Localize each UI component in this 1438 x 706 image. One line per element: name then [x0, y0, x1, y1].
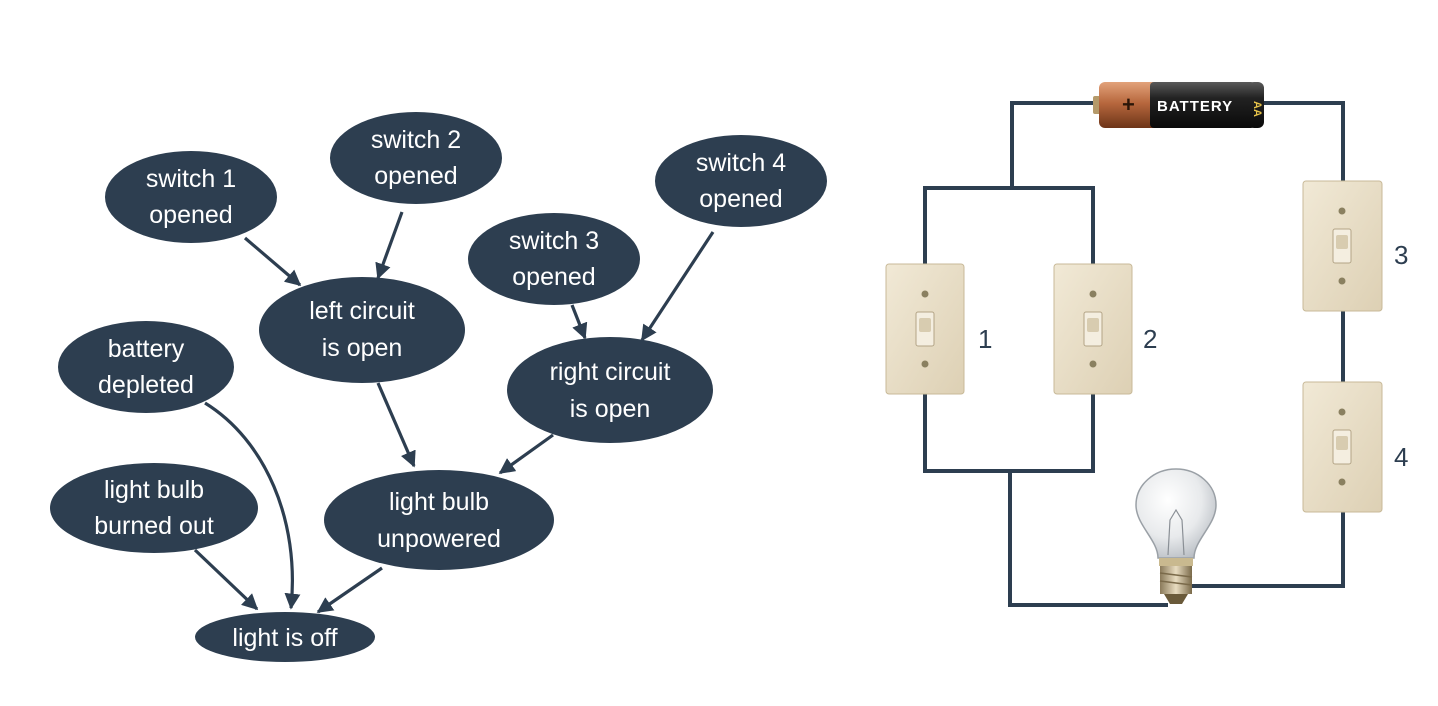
switch-1-label: 1 [978, 324, 992, 354]
edge-switch4-to-right [640, 231, 715, 342]
node-bulb-unpowered-line2: unpowered [377, 525, 501, 553]
node-bulb-burned-out: light bulb burned out [50, 463, 258, 553]
node-battery-depleted: battery depleted [58, 321, 234, 413]
edge-battery-to-off [204, 401, 301, 610]
switch-4-label: 4 [1394, 442, 1408, 472]
edge-left-to-unpowered [376, 382, 416, 468]
node-switch1: switch 1 opened [105, 151, 277, 243]
node-switch4-line2: opened [699, 185, 782, 213]
node-left-circuit-line1: left circuit [309, 297, 415, 325]
node-bulb-burned-line1: light bulb [104, 476, 204, 504]
edge-switch2-to-left [375, 211, 404, 280]
node-switch3-line1: switch 3 [509, 227, 599, 255]
switch-1-icon: 1 [885, 263, 992, 395]
node-left-circuit: left circuit is open [259, 277, 465, 383]
node-switch4-line1: switch 4 [696, 149, 786, 177]
switch-2-icon: 2 [1053, 263, 1157, 395]
battery-plus: + [1122, 92, 1136, 117]
node-switch2-line2: opened [374, 162, 457, 190]
switch-2-label: 2 [1143, 324, 1157, 354]
node-switch3-line2: opened [512, 263, 595, 291]
node-battery-line2: depleted [98, 371, 194, 399]
node-battery-line1: battery [108, 335, 185, 363]
node-right-circuit-line2: is open [570, 395, 651, 423]
wire-top-right [1258, 101, 1345, 182]
edge-burned-to-off [193, 548, 259, 611]
battery-size: AA [1251, 101, 1263, 117]
edge-switch3-to-right [570, 304, 588, 340]
node-left-circuit-line2: is open [322, 334, 403, 362]
wire-to-bulb-left [1008, 471, 1168, 607]
switch-3-icon: 3 [1302, 180, 1408, 312]
edge-right-to-unpowered [498, 433, 554, 475]
node-switch4: switch 4 opened [655, 135, 827, 227]
node-light-off-text: light is off [232, 624, 337, 652]
circuit-illustration: + BATTERY AA 1 2 3 [885, 82, 1408, 607]
causal-graph: switch 1 opened switch 2 opened switch 3… [50, 112, 827, 662]
node-light-off: light is off [195, 612, 375, 662]
edge-switch1-to-left [243, 236, 302, 287]
node-right-circuit: right circuit is open [507, 337, 713, 443]
node-right-circuit-line1: right circuit [550, 358, 671, 386]
wire-to-bulb-right [1190, 512, 1345, 588]
node-switch1-line1: switch 1 [146, 165, 236, 193]
node-switch1-line2: opened [149, 201, 232, 229]
light-bulb-icon [1135, 468, 1217, 604]
edge-unpowered-to-off [316, 566, 383, 614]
battery-label: BATTERY [1157, 98, 1233, 115]
wire-top [1010, 101, 1100, 188]
node-bulb-unpowered-line1: light bulb [389, 488, 489, 516]
node-switch2-line1: switch 2 [371, 126, 461, 154]
node-bulb-unpowered: light bulb unpowered [324, 470, 554, 570]
wire-left-branch-top [923, 186, 1095, 266]
graph-edges [193, 211, 715, 614]
wire-left-branch-bottom [923, 393, 1095, 473]
node-bulb-burned-line2: burned out [94, 512, 214, 540]
switch-4-icon: 4 [1302, 381, 1408, 513]
circuit-wires [923, 101, 1345, 607]
switch-3-label: 3 [1394, 240, 1408, 270]
node-switch2: switch 2 opened [330, 112, 502, 204]
battery-icon: + BATTERY AA [1093, 82, 1264, 128]
node-switch3: switch 3 opened [468, 213, 640, 305]
